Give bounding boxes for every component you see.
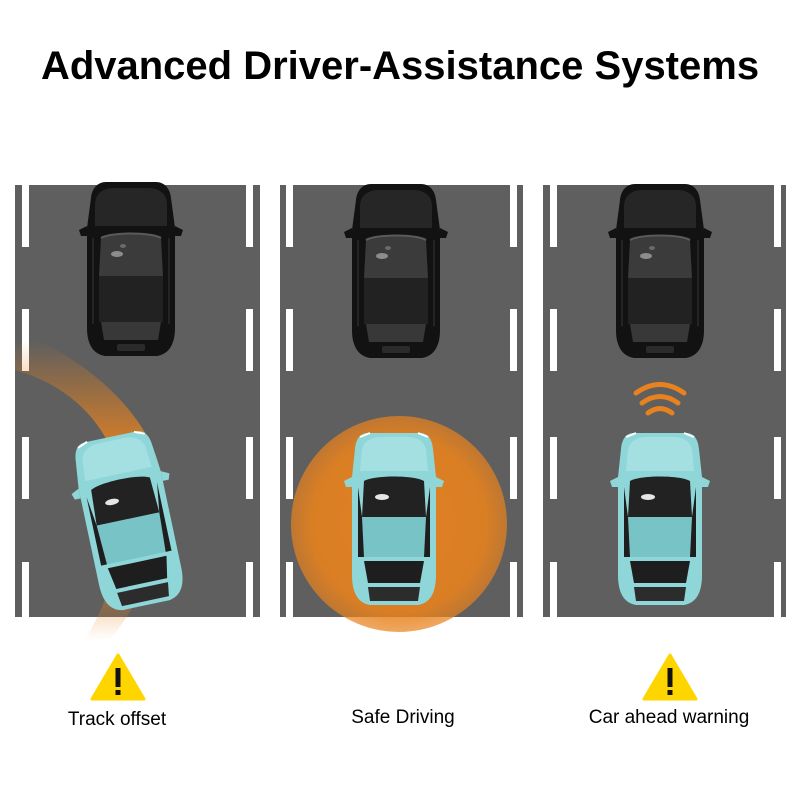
caption-safe-driving: Safe Driving bbox=[351, 707, 455, 728]
lane-markings bbox=[22, 185, 253, 617]
lead-car-icon bbox=[78, 181, 184, 357]
alert-signal-icon bbox=[633, 382, 687, 416]
caption-car-ahead-warning: Car ahead warning bbox=[588, 707, 750, 728]
lane-markings bbox=[286, 185, 517, 617]
lead-car-icon bbox=[343, 183, 449, 359]
host-car-icon bbox=[343, 432, 445, 606]
warning-triangle-icon bbox=[642, 653, 698, 701]
lead-car-icon bbox=[607, 183, 713, 359]
panel-track-offset bbox=[15, 181, 260, 640]
caption-track-offset: Track offset bbox=[67, 709, 167, 730]
host-car-icon bbox=[609, 432, 711, 606]
warning-triangle-icon bbox=[90, 653, 146, 701]
lane-markings bbox=[550, 185, 781, 617]
panel-safe-driving bbox=[280, 183, 523, 632]
panel-car-ahead-warning bbox=[543, 183, 786, 617]
page-title: Advanced Driver-Assistance Systems bbox=[40, 44, 760, 88]
